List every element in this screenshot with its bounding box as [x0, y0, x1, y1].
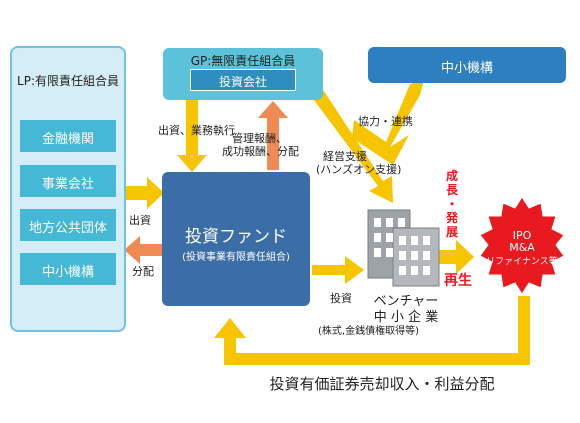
- lp-item-label: 金融機関: [41, 132, 94, 147]
- arrow-cooperation: [352, 80, 424, 165]
- label-distribution: 分配: [132, 265, 154, 278]
- lp-item-label: 地方公共団体: [28, 221, 107, 236]
- fund-subtitle: (投資事業有限責任組合): [182, 252, 290, 263]
- lp-item-box: [20, 209, 116, 241]
- fund-box: [162, 172, 310, 306]
- exit-badge-refinance: リファイナンス等: [486, 257, 558, 267]
- label-investment: 投資: [330, 292, 352, 305]
- label-compensation-2: 成功報酬、分配: [222, 145, 299, 158]
- sme-top-box: [368, 47, 566, 83]
- growth-char: 成: [445, 169, 458, 183]
- arrow-lp-to-fund: [124, 177, 164, 209]
- label-bottom-return: 投資有価証券売却収入・利益分配: [269, 375, 495, 393]
- exit-badge-ma: M&A: [509, 241, 535, 254]
- lp-item-box: [20, 165, 116, 197]
- arrow-fund-to-gp: [258, 101, 288, 170]
- growth-char: 長: [445, 183, 458, 197]
- arrow-return-loop: [214, 296, 530, 365]
- growth-char: 展: [445, 225, 458, 239]
- label-invest-in: 出資: [129, 214, 151, 227]
- label-compensation-1: 管理報酬、: [232, 132, 287, 145]
- gp-inner-box: [190, 69, 296, 91]
- lp-item-box: [20, 120, 116, 152]
- label-management-support-1: 経営支援: [323, 150, 367, 163]
- arrow-fund-to-venture: [312, 256, 364, 284]
- growth-char: ・: [445, 197, 458, 211]
- arrow-management-support: [302, 76, 393, 203]
- exit-badge-ipo: IPO: [512, 229, 532, 242]
- growth-char: 発: [445, 211, 458, 225]
- arrow-fund-to-lp: [124, 236, 162, 264]
- label-management-support-2: (ハンズオン支援): [316, 163, 402, 176]
- lp-title: LP:有限責任組合員: [17, 74, 119, 88]
- gp-inner-label: 投資会社: [218, 75, 267, 89]
- arrow-venture-to-exit: [438, 240, 474, 274]
- label-venture-2: 中 小 企 業: [373, 310, 439, 325]
- lp-item-label: 事業会社: [41, 177, 94, 192]
- lp-item-box: [20, 253, 116, 285]
- exit-badge-burst: [479, 196, 565, 295]
- venture-buildings-icon: [367, 209, 440, 287]
- fund-title: 投資ファンド: [185, 227, 287, 247]
- label-venture-1: ベンチャー: [373, 294, 439, 309]
- lp-item-label: 中小機構: [41, 265, 94, 280]
- arrow-gp-to-fund: [177, 100, 207, 172]
- label-capital-execution: 出資、業務執行: [158, 124, 235, 137]
- label-cooperation: 協力・連携: [358, 115, 413, 128]
- gp-title: GP:無限責任組合員: [190, 54, 296, 68]
- sme-top-label: 中小機構: [440, 61, 493, 76]
- label-venture-note: (株式,金銭債権取得等): [318, 326, 419, 337]
- label-revival: 再生: [444, 273, 472, 289]
